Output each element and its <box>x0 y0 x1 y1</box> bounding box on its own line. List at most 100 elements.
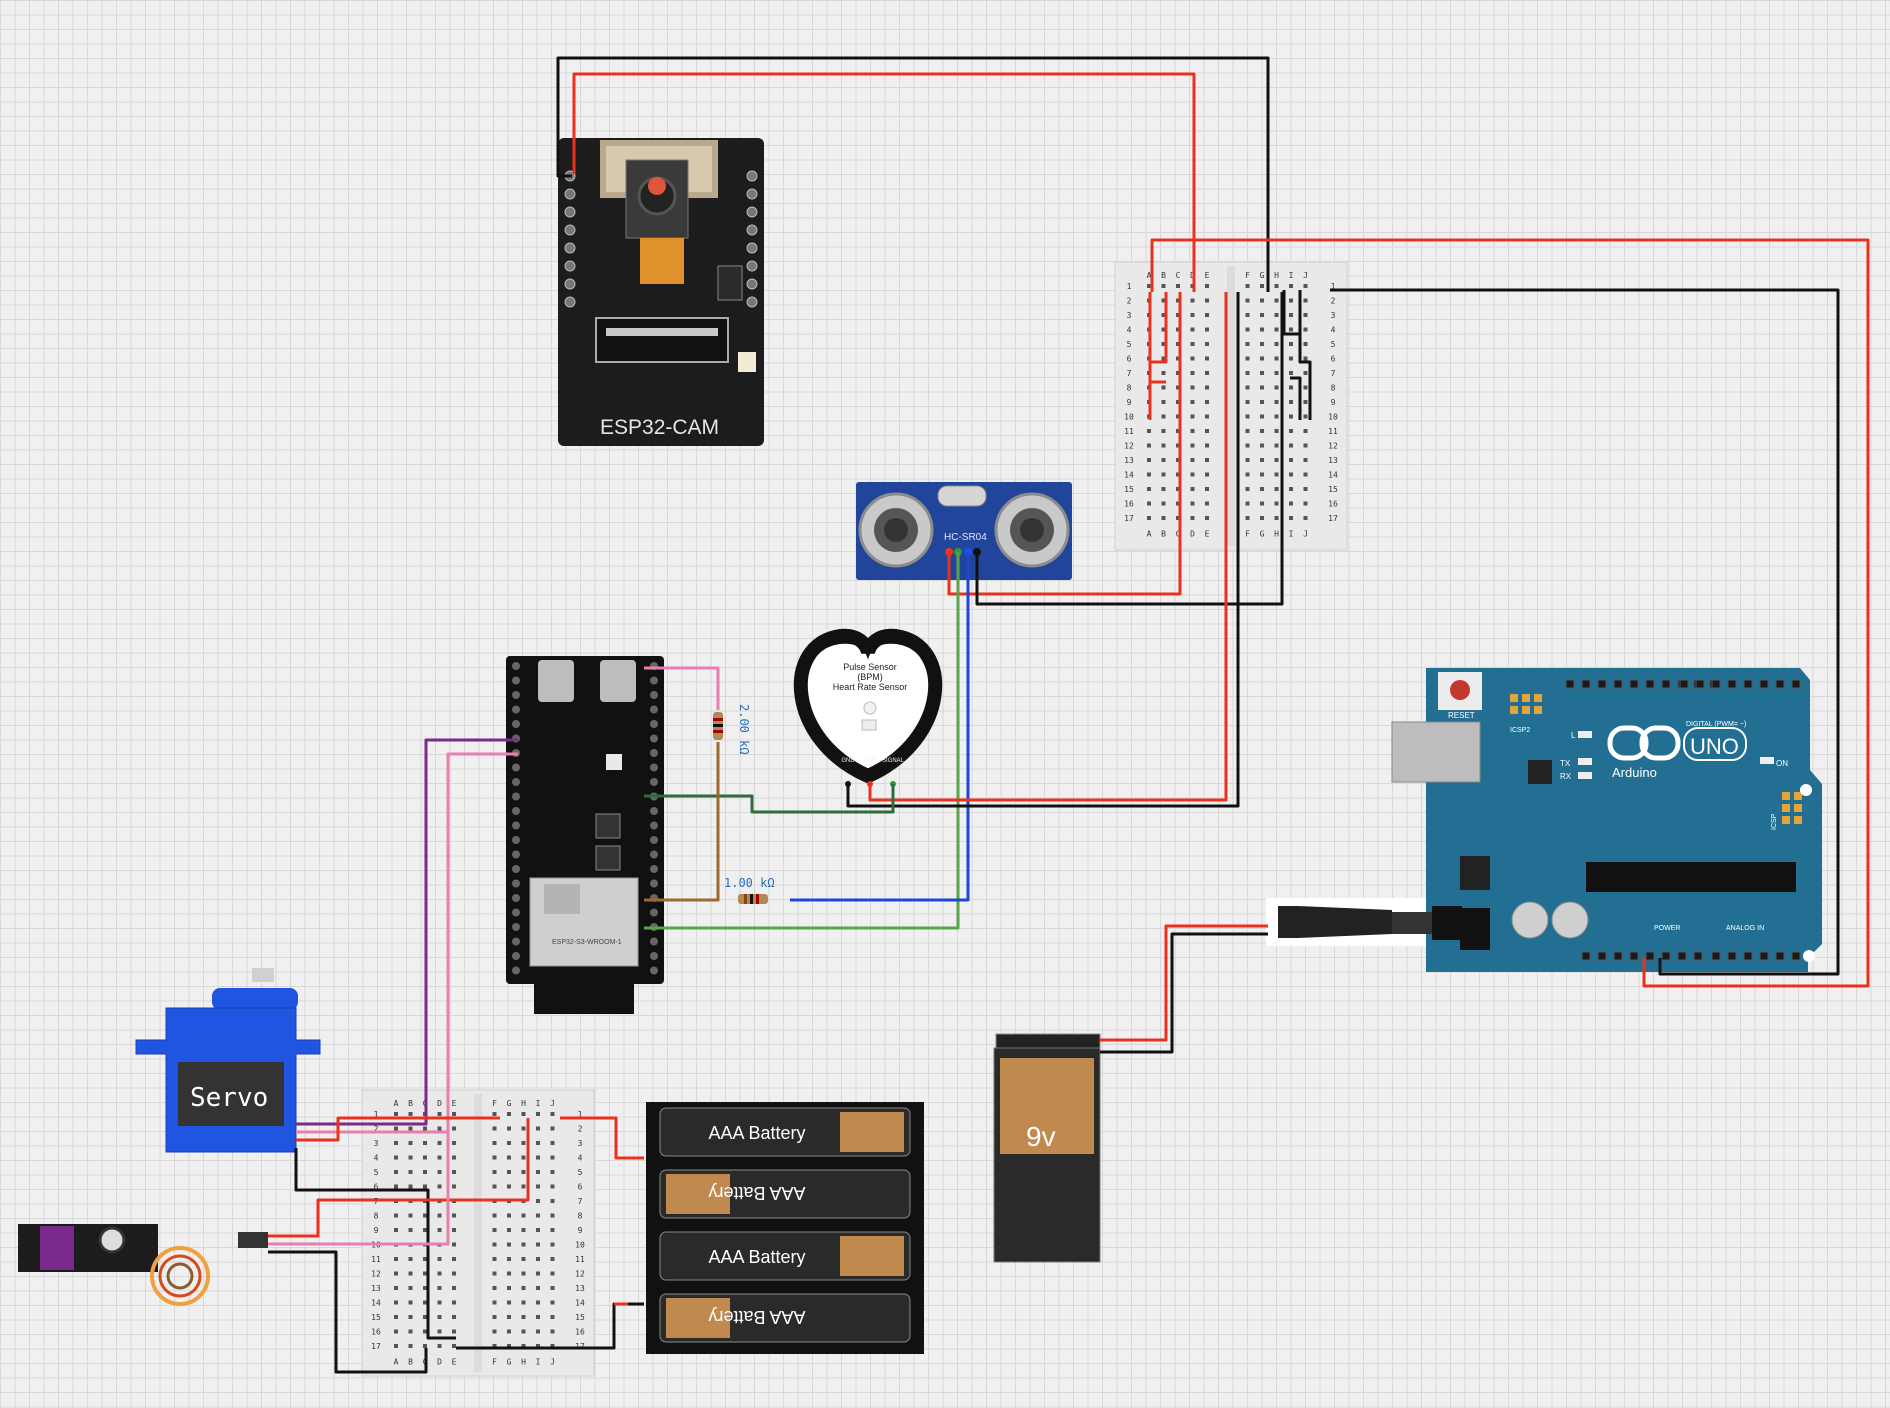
bb-hole[interactable] <box>1190 400 1195 404</box>
icsp-pin[interactable] <box>1782 792 1790 800</box>
bb-hole[interactable] <box>507 1126 511 1131</box>
header-pin[interactable] <box>1743 679 1753 689</box>
bb-hole[interactable] <box>1245 458 1250 462</box>
bb-hole[interactable] <box>1260 371 1264 375</box>
header-pin[interactable] <box>1565 679 1575 689</box>
s3-pin[interactable] <box>512 763 520 772</box>
bb-hole[interactable] <box>521 1286 526 1290</box>
bb-hole[interactable] <box>507 1170 511 1174</box>
bb-hole[interactable] <box>1147 429 1151 433</box>
bb-hole[interactable] <box>452 1155 456 1160</box>
bb-hole[interactable] <box>408 1344 413 1348</box>
bb-hole[interactable] <box>550 1228 555 1232</box>
bb-hole[interactable] <box>437 1184 442 1189</box>
bb-hole[interactable] <box>452 1257 456 1261</box>
bb-hole[interactable] <box>1205 400 1209 404</box>
bb-hole[interactable] <box>1274 429 1279 433</box>
bb-hole[interactable] <box>521 1126 526 1131</box>
header-pin[interactable] <box>1759 951 1769 961</box>
bb-hole[interactable] <box>1176 298 1180 303</box>
bb-hole[interactable] <box>550 1286 555 1290</box>
bb-hole[interactable] <box>550 1257 555 1261</box>
s3-pin[interactable] <box>512 691 520 699</box>
bb-hole[interactable] <box>437 1112 442 1116</box>
bb-hole[interactable] <box>1260 516 1264 520</box>
bb-hole[interactable] <box>550 1344 555 1348</box>
bb-hole[interactable] <box>1205 313 1209 317</box>
bb-hole[interactable] <box>536 1126 540 1131</box>
bb-hole[interactable] <box>507 1184 511 1189</box>
s3-pin[interactable] <box>512 923 520 931</box>
icsp2-pin[interactable] <box>1534 694 1542 702</box>
bb-hole[interactable] <box>1289 385 1293 390</box>
header-pin[interactable] <box>1597 679 1607 689</box>
bb-hole[interactable] <box>1161 298 1166 303</box>
bb-hole[interactable] <box>408 1329 413 1334</box>
bb-hole[interactable] <box>1289 443 1293 448</box>
cam-pin[interactable] <box>746 224 758 236</box>
bb-hole[interactable] <box>1274 385 1279 390</box>
bb-hole[interactable] <box>408 1271 413 1276</box>
header-pin[interactable] <box>1661 951 1671 961</box>
bb-hole[interactable] <box>1260 400 1264 404</box>
bb-hole[interactable] <box>1303 516 1308 520</box>
s3-pin[interactable] <box>512 865 520 873</box>
bb-hole[interactable] <box>423 1170 427 1174</box>
bb-hole[interactable] <box>1260 298 1264 303</box>
bb-hole[interactable] <box>1303 472 1308 477</box>
bb-hole[interactable] <box>492 1242 497 1247</box>
bb-hole[interactable] <box>521 1329 526 1334</box>
header-pin[interactable] <box>1791 951 1801 961</box>
s3-pin[interactable] <box>650 763 658 772</box>
s3-pin[interactable] <box>512 966 520 975</box>
bb-hole[interactable] <box>437 1155 442 1160</box>
bb-hole[interactable] <box>1289 298 1293 303</box>
bb-hole[interactable] <box>1303 327 1308 332</box>
bb-hole[interactable] <box>1274 298 1279 303</box>
header-pin[interactable] <box>1775 679 1785 689</box>
bb-hole[interactable] <box>1260 313 1264 317</box>
bb-hole[interactable] <box>452 1286 456 1290</box>
header-pin[interactable] <box>1791 679 1801 689</box>
bb-hole[interactable] <box>1245 429 1250 433</box>
bb-hole[interactable] <box>550 1271 555 1276</box>
header-pin[interactable] <box>1581 679 1591 689</box>
bb-hole[interactable] <box>394 1155 398 1160</box>
bb-hole[interactable] <box>452 1315 456 1319</box>
bb-hole[interactable] <box>452 1126 456 1131</box>
bb-hole[interactable] <box>408 1141 413 1145</box>
bb-hole[interactable] <box>492 1155 497 1160</box>
bb-hole[interactable] <box>521 1257 526 1261</box>
s3-pin[interactable] <box>650 705 658 714</box>
bb-hole[interactable] <box>1205 385 1209 390</box>
bb-hole[interactable] <box>1274 371 1279 375</box>
bb-hole[interactable] <box>452 1184 456 1189</box>
bb-hole[interactable] <box>437 1228 442 1232</box>
bb-hole[interactable] <box>1190 298 1195 303</box>
bb-hole[interactable] <box>1190 458 1195 462</box>
bb-hole[interactable] <box>394 1184 398 1189</box>
bb-hole[interactable] <box>394 1170 398 1174</box>
bb-hole[interactable] <box>1176 284 1180 288</box>
s3-pin[interactable] <box>512 807 520 815</box>
bb-hole[interactable] <box>1176 385 1180 390</box>
s3-pin[interactable] <box>650 850 658 859</box>
bb-hole[interactable] <box>536 1271 540 1276</box>
bb-hole[interactable] <box>550 1199 555 1203</box>
bb-hole[interactable] <box>1245 327 1250 332</box>
bb-hole[interactable] <box>507 1286 511 1290</box>
bb-hole[interactable] <box>507 1155 511 1160</box>
bb-hole[interactable] <box>452 1300 456 1305</box>
bb-hole[interactable] <box>1274 472 1279 477</box>
bb-hole[interactable] <box>1205 298 1209 303</box>
icsp2-pin[interactable] <box>1510 706 1518 714</box>
bb-hole[interactable] <box>1245 516 1250 520</box>
bb-hole[interactable] <box>1176 327 1180 332</box>
bb-hole[interactable] <box>550 1126 555 1131</box>
bb-hole[interactable] <box>521 1184 526 1189</box>
bb-hole[interactable] <box>1245 284 1250 288</box>
s3-pin[interactable] <box>512 662 520 670</box>
bb-hole[interactable] <box>550 1315 555 1319</box>
bb-hole[interactable] <box>1289 414 1293 419</box>
bb-hole[interactable] <box>423 1213 427 1218</box>
